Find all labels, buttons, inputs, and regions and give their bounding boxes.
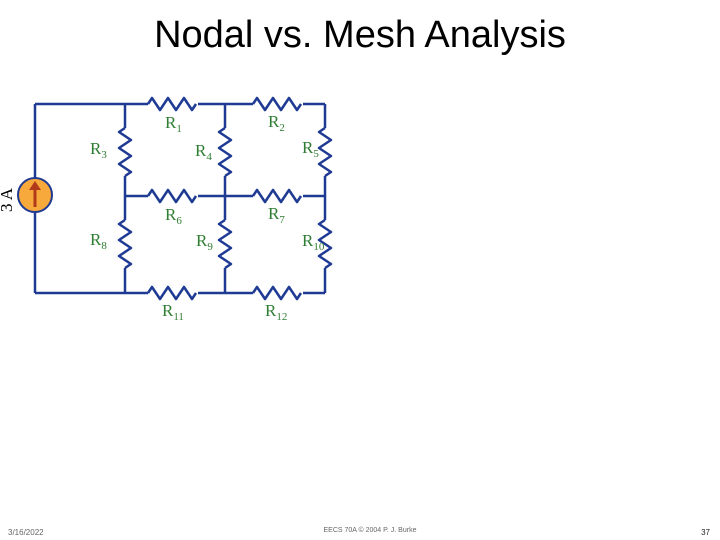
resistor-r10 xyxy=(317,218,333,270)
resistor-label-r3: R3 xyxy=(90,139,107,161)
resistor-label-r5: R5 xyxy=(302,138,319,160)
resistor-label-r12: R12 xyxy=(265,301,287,323)
resistor-r6 xyxy=(146,188,198,204)
resistor-r9 xyxy=(217,218,233,270)
page-number: 37 xyxy=(701,528,710,537)
slide-title: Nodal vs. Mesh Analysis xyxy=(154,14,566,56)
resistor-r4 xyxy=(217,126,233,178)
resistor-r5 xyxy=(317,126,333,178)
resistor-r3 xyxy=(117,126,133,178)
resistor-label-r7: R7 xyxy=(268,204,285,226)
resistor-r7 xyxy=(251,188,303,204)
current-source xyxy=(17,177,53,213)
slide-date: 3/16/2022 xyxy=(8,528,44,537)
resistor-label-r10: R10 xyxy=(302,231,325,253)
resistor-r1 xyxy=(146,96,198,112)
resistor-r8 xyxy=(117,218,133,270)
resistor-label-r1: R1 xyxy=(165,113,182,135)
slide-credit: EECS 70A © 2004 P. J. Burke xyxy=(323,527,417,534)
circuit-wires xyxy=(33,102,327,295)
resistors xyxy=(117,96,333,301)
resistor-r2 xyxy=(251,96,303,112)
resistor-label-r8: R8 xyxy=(90,230,107,252)
resistor-r12 xyxy=(251,285,303,301)
resistor-label-r4: R4 xyxy=(195,141,212,163)
resistor-label-r9: R9 xyxy=(196,231,213,253)
resistor-label-r11: R11 xyxy=(162,301,184,323)
resistor-r11 xyxy=(146,285,198,301)
resistor-label-r6: R6 xyxy=(165,205,182,227)
resistor-label-r2: R2 xyxy=(268,112,285,134)
source-label: 3 A xyxy=(0,187,16,212)
